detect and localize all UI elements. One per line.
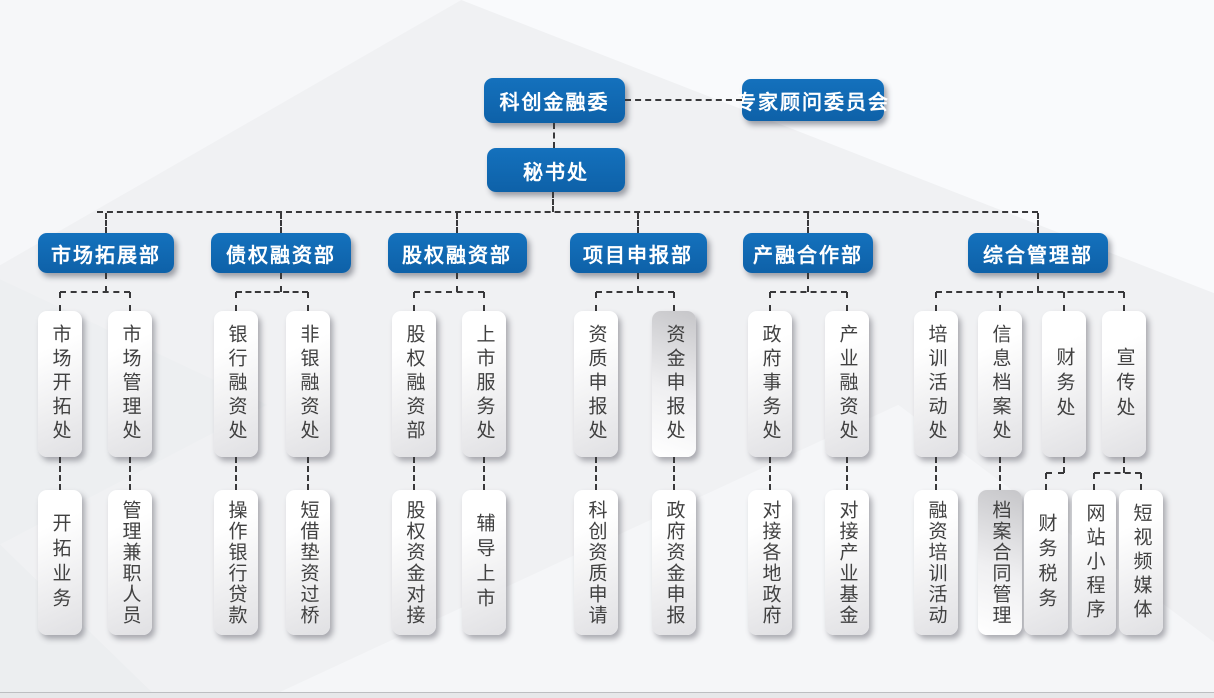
office-box: 宣传处 bbox=[1102, 311, 1146, 457]
office-box: 财务处 bbox=[1042, 311, 1086, 457]
task-box: 股权资金对接 bbox=[392, 490, 436, 635]
department-bracket-line bbox=[60, 291, 130, 293]
office-task-connector bbox=[999, 457, 1001, 490]
task-box: 管理兼职人员 bbox=[108, 490, 152, 635]
rail-drop-line bbox=[807, 213, 809, 233]
root-advisory-connector bbox=[625, 99, 742, 101]
task-box: 对接各地政府 bbox=[748, 490, 792, 635]
office-task-connector bbox=[413, 457, 415, 490]
office-box: 产业融资处 bbox=[825, 311, 869, 457]
department-bracket-line bbox=[673, 292, 675, 311]
rail-drop-line bbox=[105, 213, 107, 233]
office-task-connector bbox=[129, 457, 131, 490]
rail-drop-line bbox=[637, 213, 639, 233]
office-task-connector bbox=[1123, 457, 1125, 473]
office-box: 市场管理处 bbox=[108, 311, 152, 457]
department-bracket-line bbox=[1037, 273, 1039, 292]
department-bracket-line bbox=[59, 292, 61, 311]
department-bracket-line bbox=[456, 273, 458, 292]
department-box: 综合管理部 bbox=[968, 233, 1108, 273]
department-bracket-line bbox=[769, 292, 771, 311]
secretariat-box: 秘书处 bbox=[487, 148, 625, 192]
advisory-box: 专家顾问委员会 bbox=[736, 79, 888, 121]
office-task-connector bbox=[483, 457, 485, 490]
rail-drop-line bbox=[1037, 213, 1039, 233]
department-box: 债权融资部 bbox=[211, 233, 351, 273]
office-task-connector bbox=[1140, 473, 1142, 490]
department-bracket-line bbox=[596, 291, 674, 293]
department-rail-line bbox=[97, 211, 1038, 213]
office-box: 政府事务处 bbox=[748, 311, 792, 457]
office-task-connector bbox=[595, 457, 597, 490]
task-box: 短视频媒体 bbox=[1119, 490, 1163, 635]
task-box: 短借垫资过桥 bbox=[286, 490, 330, 635]
task-box: 网站小程序 bbox=[1072, 490, 1116, 635]
office-task-connector bbox=[846, 457, 848, 490]
task-box: 开拓业务 bbox=[38, 490, 82, 635]
slide-bottom-edge bbox=[0, 692, 1214, 698]
office-task-connector bbox=[1093, 473, 1095, 490]
task-box: 辅导上市 bbox=[462, 490, 506, 635]
department-box: 市场拓展部 bbox=[38, 233, 174, 273]
root-box: 科创金融委 bbox=[484, 78, 625, 123]
task-box: 财务税务 bbox=[1024, 490, 1068, 635]
root-secretariat-connector bbox=[553, 123, 555, 148]
rail-drop-line bbox=[280, 213, 282, 233]
rail-drop-line bbox=[456, 213, 458, 233]
task-box: 政府资金申报 bbox=[652, 490, 696, 635]
department-bracket-line bbox=[936, 291, 1124, 293]
department-bracket-line bbox=[483, 292, 485, 311]
office-box: 信息档案处 bbox=[978, 311, 1022, 457]
office-task-connector bbox=[673, 457, 675, 490]
task-box: 操作银行贷款 bbox=[214, 490, 258, 635]
office-box: 股权融资部 bbox=[392, 311, 436, 457]
department-bracket-line bbox=[129, 292, 131, 311]
office-box: 非银融资处 bbox=[286, 311, 330, 457]
office-task-connector bbox=[59, 457, 61, 490]
office-box: 培训活动处 bbox=[914, 311, 958, 457]
department-bracket-line bbox=[1063, 292, 1065, 311]
department-bracket-line bbox=[307, 292, 309, 311]
department-bracket-line bbox=[935, 292, 937, 311]
office-task-connector bbox=[769, 457, 771, 490]
department-bracket-line bbox=[105, 273, 107, 292]
department-bracket-line bbox=[807, 273, 809, 292]
department-box: 产融合作部 bbox=[743, 233, 873, 273]
office-box: 银行融资处 bbox=[214, 311, 258, 457]
task-box: 融资培训活动 bbox=[914, 490, 958, 635]
department-box: 项目申报部 bbox=[569, 233, 707, 273]
department-bracket-line bbox=[770, 291, 847, 293]
department-bracket-line bbox=[280, 273, 282, 292]
department-bracket-line bbox=[999, 292, 1001, 311]
task-box: 对接产业基金 bbox=[825, 490, 869, 635]
office-task-connector bbox=[935, 457, 937, 490]
office-box: 资质申报处 bbox=[574, 311, 618, 457]
office-task-connector bbox=[1046, 472, 1064, 474]
department-bracket-line bbox=[235, 292, 237, 311]
office-task-connector bbox=[235, 457, 237, 490]
office-box: 上市服务处 bbox=[462, 311, 506, 457]
office-task-connector bbox=[1063, 457, 1065, 473]
department-bracket-line bbox=[637, 273, 639, 292]
office-box: 市场开拓处 bbox=[38, 311, 82, 457]
task-box: 档案合同管理 bbox=[978, 490, 1022, 635]
office-task-connector bbox=[1094, 472, 1141, 474]
department-box: 股权融资部 bbox=[387, 233, 527, 273]
department-bracket-line bbox=[236, 291, 308, 293]
secretariat-trunk-connector bbox=[552, 192, 554, 212]
department-bracket-line bbox=[413, 292, 415, 311]
office-task-connector bbox=[1045, 473, 1047, 490]
department-bracket-line bbox=[595, 292, 597, 311]
department-bracket-line bbox=[846, 292, 848, 311]
department-bracket-line bbox=[1123, 292, 1125, 311]
office-box: 资金申报处 bbox=[652, 311, 696, 457]
department-bracket-line bbox=[414, 291, 484, 293]
task-box: 科创资质申请 bbox=[574, 490, 618, 635]
office-task-connector bbox=[307, 457, 309, 490]
